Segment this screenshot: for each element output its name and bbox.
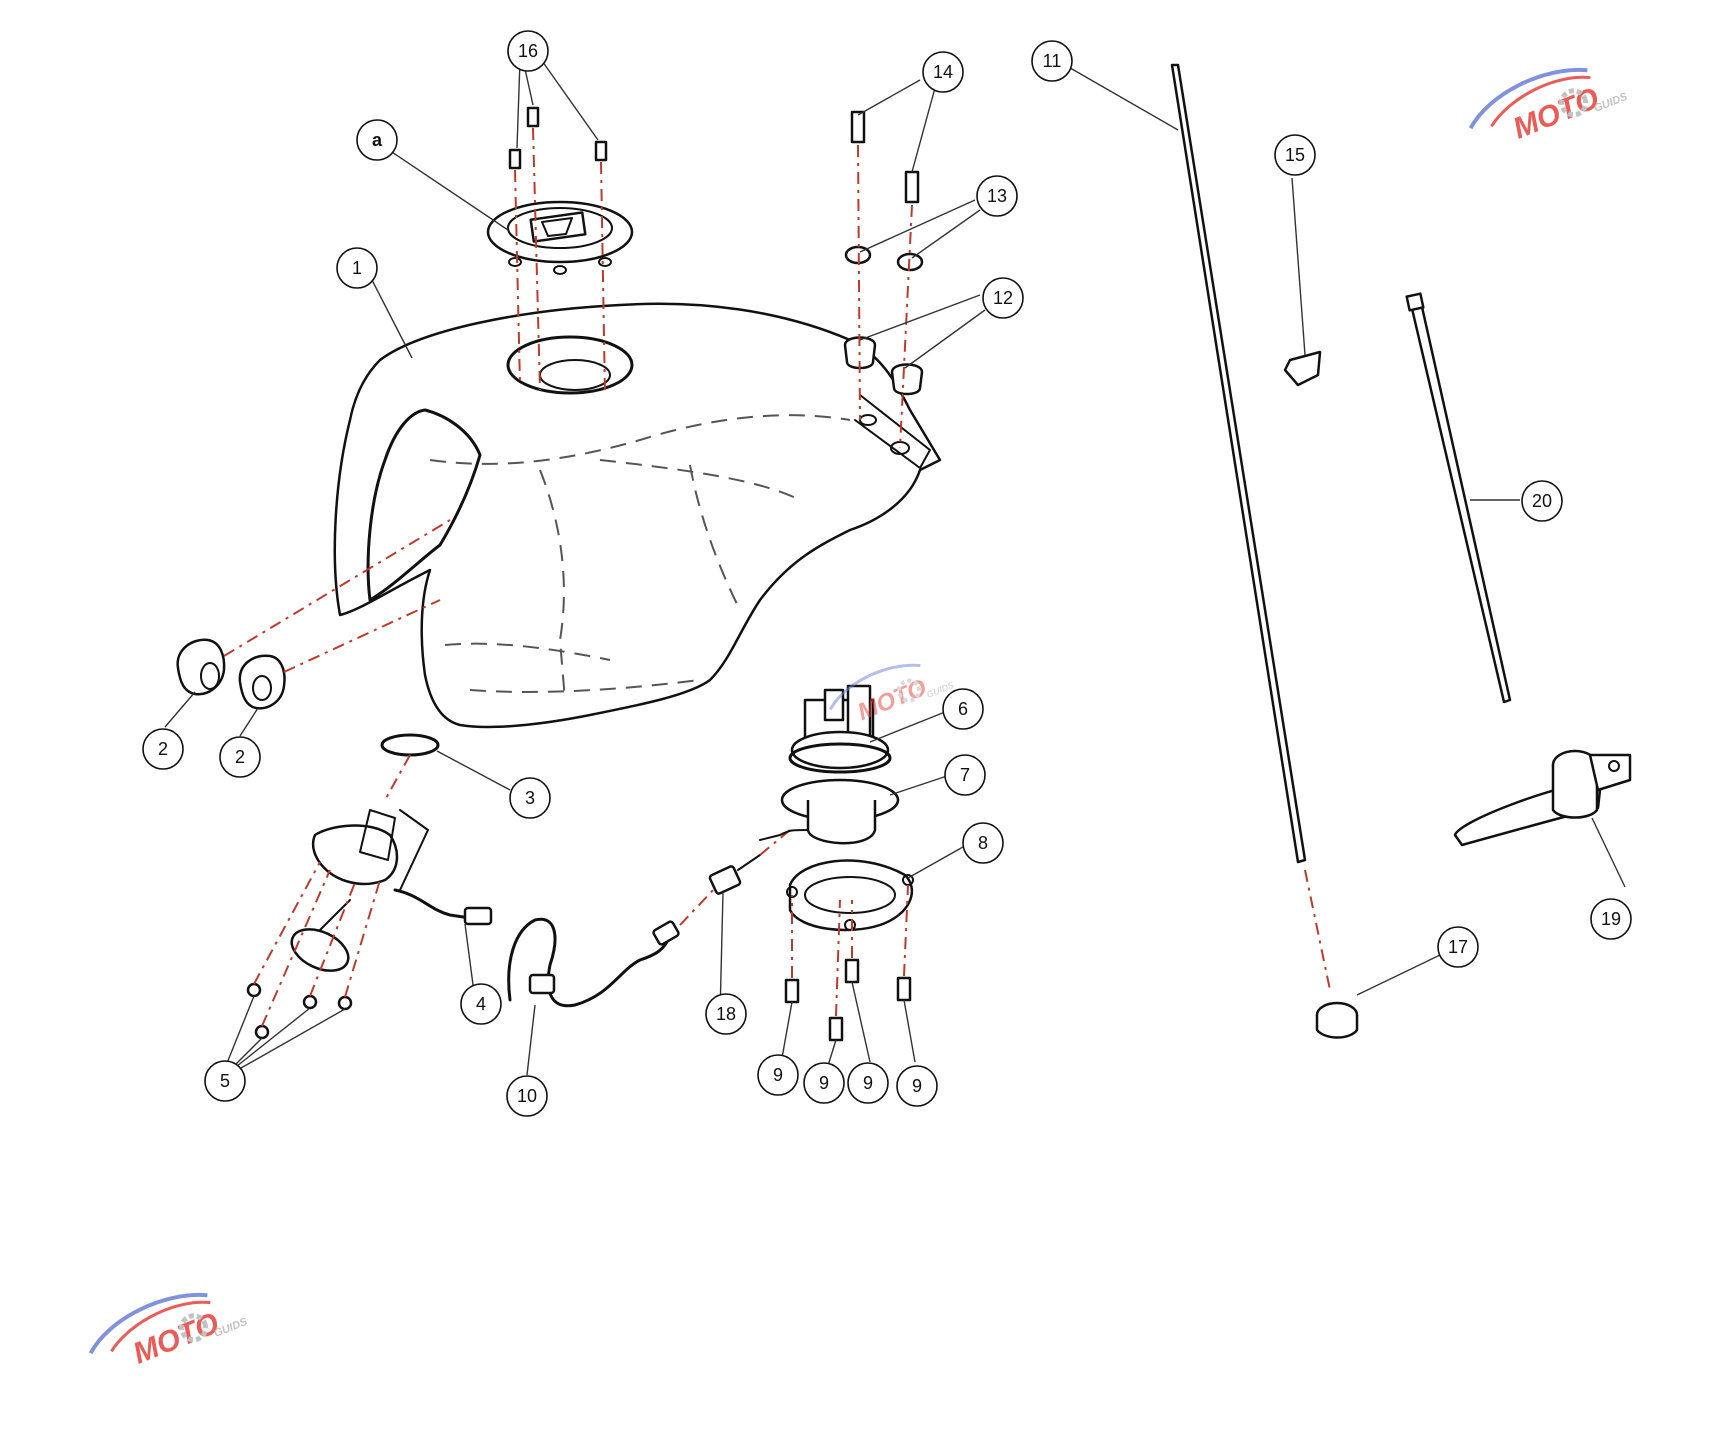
svg-text:9: 9 — [912, 1076, 922, 1096]
svg-text:13: 13 — [987, 186, 1007, 206]
pump-seal — [788, 742, 892, 774]
svg-text:9: 9 — [773, 1065, 783, 1085]
breather-tube — [1170, 63, 1307, 864]
svg-text:2: 2 — [235, 747, 245, 767]
callout-8: 8 — [962, 822, 1004, 864]
svg-text:10: 10 — [517, 1086, 537, 1106]
callout-a: a — [356, 119, 398, 161]
callout-9-a: 9 — [757, 1054, 799, 1096]
svg-text:5: 5 — [220, 1071, 230, 1091]
svg-text:14: 14 — [933, 62, 953, 82]
callout-2-left: 2 — [142, 728, 184, 770]
cap-screws — [508, 106, 608, 170]
leader-lines — [164, 57, 1626, 1076]
svg-text:11: 11 — [1043, 51, 1062, 71]
svg-text:9: 9 — [819, 1073, 829, 1093]
callout-14: 14 — [922, 51, 964, 93]
hose-clamp — [1315, 1001, 1359, 1039]
svg-text:9: 9 — [863, 1073, 873, 1093]
svg-text:16: 16 — [518, 41, 538, 61]
callout-2-right: 2 — [219, 736, 261, 778]
rubber-grommets — [176, 638, 286, 710]
svg-text:8: 8 — [978, 833, 988, 853]
rear-mount-bolts — [850, 110, 920, 204]
svg-text:6: 6 — [958, 699, 968, 719]
callout-4: 4 — [460, 983, 502, 1025]
callout-9-b: 9 — [803, 1062, 845, 1104]
callout-9-d: 9 — [896, 1065, 938, 1107]
svg-text:20: 20 — [1532, 491, 1552, 511]
callout-6: 6 — [942, 688, 984, 730]
svg-text:3: 3 — [525, 788, 535, 808]
svg-text:a: a — [372, 130, 383, 150]
tank-catch-lever — [1453, 749, 1632, 847]
svg-text:2: 2 — [158, 739, 168, 759]
pump-retaining-plate — [786, 859, 914, 932]
fuel-tank — [333, 302, 942, 729]
callout-11: 11 — [1031, 40, 1073, 82]
watermark-logo-top-right: MOTO GUIDS — [1468, 67, 1630, 146]
fuel-pump — [759, 684, 900, 845]
filler-cap — [486, 200, 634, 275]
callout-13: 13 — [976, 175, 1018, 217]
svg-text:GUIDS: GUIDS — [212, 1316, 249, 1340]
callout-7: 7 — [944, 754, 986, 796]
callout-1: 1 — [336, 247, 378, 289]
callout-3: 3 — [509, 777, 551, 819]
callout-17: 17 — [1437, 926, 1479, 968]
svg-text:7: 7 — [960, 765, 970, 785]
svg-text:4: 4 — [476, 994, 486, 1014]
svg-text:GUIDS: GUIDS — [1592, 91, 1629, 115]
svg-text:MOTO: MOTO — [1508, 82, 1603, 146]
svg-text:18: 18 — [716, 1004, 736, 1024]
callout-10: 10 — [506, 1075, 548, 1117]
sender-nuts — [246, 982, 353, 1040]
callout-9-c: 9 — [847, 1062, 889, 1104]
svg-text:MOTO: MOTO — [854, 674, 931, 726]
callout-15: 15 — [1274, 134, 1316, 176]
fuel-level-sender — [290, 809, 493, 972]
callout-16: 16 — [507, 30, 549, 72]
tube-clip — [1283, 350, 1322, 387]
pump-bolts — [784, 958, 912, 1042]
svg-text:17: 17 — [1448, 937, 1468, 957]
svg-text:12: 12 — [993, 288, 1013, 308]
quick-connector — [708, 854, 761, 895]
svg-text:19: 19 — [1601, 909, 1621, 929]
callout-18: 18 — [705, 993, 747, 1035]
callout-5: 5 — [204, 1060, 246, 1102]
svg-text:MOTO: MOTO — [128, 1307, 223, 1371]
callout-12: 12 — [982, 277, 1024, 319]
svg-text:15: 15 — [1285, 145, 1305, 165]
svg-text:1: 1 — [352, 258, 362, 278]
o-ring — [380, 733, 440, 757]
callout-20: 20 — [1521, 480, 1563, 522]
callout-19: 19 — [1590, 898, 1632, 940]
watermark-logo-bottom-left: MOTO GUIDS — [88, 1292, 250, 1371]
